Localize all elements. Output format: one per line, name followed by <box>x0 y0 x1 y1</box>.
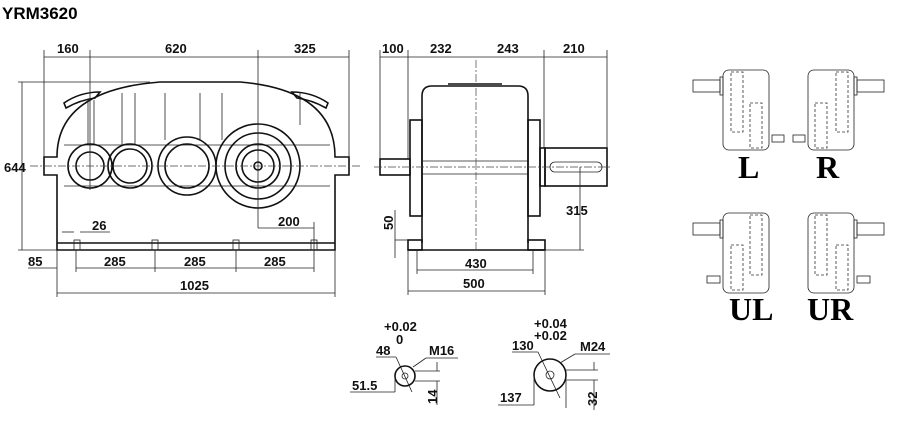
dim-644: 644 <box>4 160 26 175</box>
dim-285-1: 285 <box>104 254 126 269</box>
output-tol-lower: +0.02 <box>534 328 567 343</box>
input-tol-lower: 0 <box>396 332 403 347</box>
dim-85: 85 <box>28 254 42 269</box>
output-tol-upper: +0.04 <box>534 316 568 331</box>
output-key-width: 32 <box>585 392 600 406</box>
housing-outline <box>43 81 350 251</box>
dim-243: 243 <box>497 41 519 56</box>
dim-285-2: 285 <box>184 254 206 269</box>
dim-50: 50 <box>381 216 396 230</box>
mounting-R <box>792 69 885 151</box>
front-view: 160 620 325 644 26 200 85 285 285 285 10… <box>4 41 360 297</box>
dim-620: 620 <box>165 41 187 56</box>
dim-232: 232 <box>430 41 452 56</box>
output-diameter: 130 <box>512 338 534 353</box>
input-tol-upper: +0.02 <box>384 319 417 334</box>
dim-430: 430 <box>465 256 487 271</box>
side-view: 100 232 243 210 50 315 430 500 <box>374 41 612 295</box>
output-thread: M24 <box>580 339 606 354</box>
mounting-label-UR: UR <box>807 291 854 327</box>
left-flange <box>409 119 423 217</box>
mounting-label-UL: UL <box>729 291 773 327</box>
input-shaft-detail: +0.02 0 48 M16 51.5 14 <box>350 319 458 405</box>
dim-285-3: 285 <box>264 254 286 269</box>
dim-160: 160 <box>57 41 79 56</box>
mounting-UL <box>692 212 770 294</box>
dim-26: 26 <box>92 218 106 233</box>
output-shaft-detail: +0.04 +0.02 130 M24 137 32 <box>498 316 610 410</box>
mounting-UR <box>807 212 885 294</box>
dim-500: 500 <box>463 276 485 291</box>
dim-1025: 1025 <box>180 278 209 293</box>
lifting-lugs <box>63 91 329 110</box>
side-housing <box>421 85 529 243</box>
dim-325: 325 <box>294 41 316 56</box>
dim-100: 100 <box>382 41 404 56</box>
input-diameter: 48 <box>376 343 390 358</box>
input-key-depth: 51.5 <box>352 378 377 393</box>
mounting-label-R: R <box>816 149 840 185</box>
dim-315: 315 <box>566 203 588 218</box>
dim-210: 210 <box>563 41 585 56</box>
right-flange <box>527 119 541 217</box>
dim-200: 200 <box>278 214 300 229</box>
mounting-L <box>692 69 785 151</box>
model-title: YRM3620 <box>2 4 78 23</box>
input-thread: M16 <box>429 343 454 358</box>
mounting-label-L: L <box>738 149 759 185</box>
output-key-depth: 137 <box>500 390 522 405</box>
input-key-width: 14 <box>425 389 440 404</box>
